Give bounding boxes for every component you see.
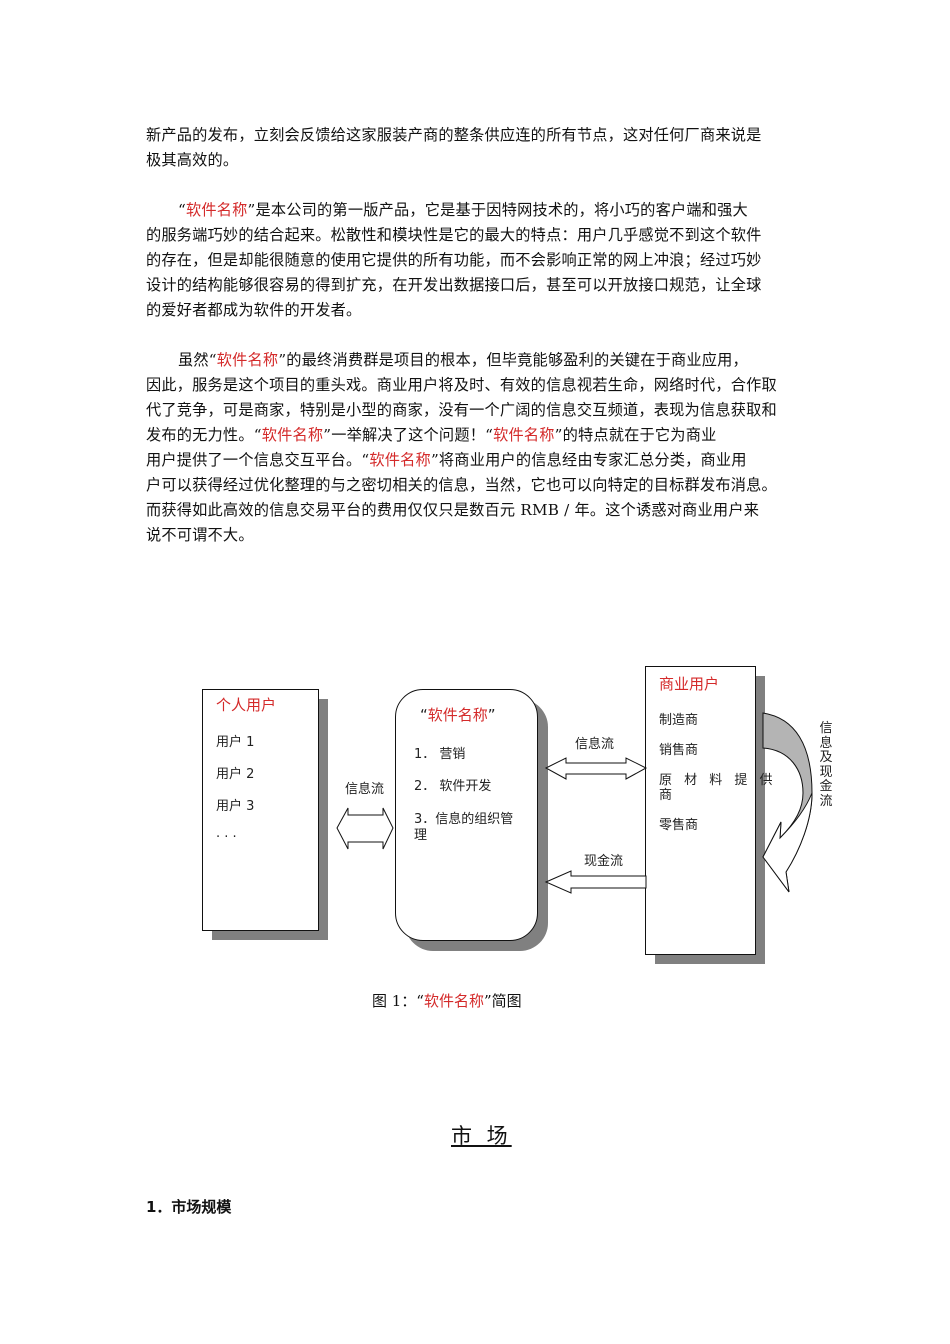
text-segment: ”是本公司的第一版产品，它是基于因特网技术的，将小巧的客户端和强大 [247,201,748,219]
paragraph-line: 新产品的发布，立刻会反馈给这家服装产商的整条供应连的所有节点，这对任何厂商来说是 [146,126,762,144]
paragraph-line: 发布的无力性。“软件名称”一举解决了这个问题！“软件名称”的特点就在于它为商业 [146,423,818,448]
paragraph-line: 因此，服务是这个项目的重头戏。商业用户将及时、有效的信息视若生命，网络时代，合作… [146,376,777,394]
paragraph-line: 代了竞争，可是商家，特别是小型的商家，没有一个广阔的信息交互频道，表现为信息获取… [146,401,777,419]
personal-users-box [202,689,319,931]
section-subheading: 1．市场规模 [146,1198,232,1216]
vertical-char: 流 [819,793,833,809]
paragraph-line: 的存在，但是却能很随意的使用它提供的所有功能，而不会影响正常的网上冲浪；经过巧妙 [146,251,762,269]
business-user-item: 零售商 [659,818,699,833]
paragraph-line: 虽然“软件名称”的最终消费群是项目的根本，但毕竟能够盈利的关键在于商业应用， [146,348,818,373]
figure-caption: 图 1：“软件名称”简图 [372,990,522,1011]
paragraph-line: 设计的结构能够很容易的得到扩充，在开发出数据接口后，甚至可以开放接口规范，让全球 [146,276,762,294]
software-name: 软件名称 [427,706,488,724]
text-segment: ”将商业用户的信息经由专家汇总分类，商业用 [430,451,747,469]
paragraph-line: 极其高效的。 [146,151,239,169]
personal-users-title: 个人用户 [216,696,277,714]
software-box [395,689,538,941]
software-item: 1． 营销 [414,747,466,762]
text-segment: 用户提供了一个信息交互平台。“ [146,451,370,469]
business-users-title: 商业用户 [659,675,720,693]
business-user-item: 销售商 [659,743,699,758]
vertical-char: 信 [819,721,833,736]
text-segment: ”一举解决了这个问题！“ [323,426,494,444]
software-name-highlight: 软件名称 [185,201,248,219]
business-user-item: 商 [659,788,673,803]
personal-user-item: 用户 3 [216,799,255,814]
text-segment: ”的特点就在于它为商业 [554,426,717,444]
paragraph-2: “软件名称”是本公司的第一版产品，它是基于因特网技术的，将小巧的客户端和强大 的… [146,198,818,323]
quote-open: “ [420,706,428,724]
info-and-cash-flow-label: 信 息 及 现 金 流 [818,721,834,809]
business-user-item: 制造商 [659,713,699,728]
paragraph-1: 新产品的发布，立刻会反馈给这家服装产商的整条供应连的所有节点，这对任何厂商来说是… [146,123,818,173]
vertical-char: 现 [819,764,833,780]
vertical-char: 及 [819,750,833,765]
software-item: 2． 软件开发 [414,779,492,794]
business-users-box [645,666,756,955]
quote-close: ” [487,706,496,724]
quote-open: “ [178,201,186,219]
paragraph-line: 户可以获得经过优化整理的与之密切相关的信息，当然，它也可以向特定的目标群发布消息… [146,476,777,494]
paragraph-line: 的服务端巧妙的结合起来。松散性和模块性是它的最大的特点：用户几乎感觉不到这个软件 [146,226,762,244]
double-arrow-icon [336,807,394,850]
text-segment: ”的最终消费群是项目的根本，但毕竟能够盈利的关键在于商业应用， [278,351,748,369]
software-name-highlight: 软件名称 [493,426,555,444]
vertical-char: 息 [819,735,833,751]
personal-user-item: 用户 2 [216,767,255,782]
text-segment: 虽然“ [178,351,217,369]
software-name-highlight: 软件名称 [216,351,279,369]
vertical-char: 金 [819,779,833,794]
paragraph-line: 说不可谓不大。 [146,526,254,544]
text-segment: 发布的无力性。“ [146,426,262,444]
software-item: 理 [414,828,428,843]
software-title: “软件名称” [420,704,496,725]
software-item: 3．信息的组织管 [414,812,514,827]
business-user-item: 原 材 料 提 供 [659,773,777,788]
caption-suffix: ”简图 [484,992,522,1010]
left-arrow-icon [544,870,647,894]
section-heading: 市 场 [451,1124,512,1148]
paragraph-line: “软件名称”是本公司的第一版产品，它是基于因特网技术的，将小巧的客户端和强大 [146,198,818,223]
info-flow-label-right: 信息流 [575,737,615,752]
software-name-highlight: 软件名称 [261,426,324,444]
cash-flow-label: 现金流 [584,854,624,869]
caption-software-name: 软件名称 [423,992,484,1010]
paragraph-line: 而获得如此高效的信息交易平台的费用仅仅只是数百元 RMB / 年。这个诱惑对商业… [146,501,760,519]
personal-user-ellipsis: . . . [216,826,237,841]
software-name-highlight: 软件名称 [369,451,431,469]
curved-arrow-icon [762,712,813,893]
paragraph-3: 虽然“软件名称”的最终消费群是项目的根本，但毕竟能够盈利的关键在于商业应用， 因… [146,348,818,548]
personal-user-item: 用户 1 [216,735,255,750]
paragraph-line: 用户提供了一个信息交互平台。“软件名称”将商业用户的信息经由专家汇总分类，商业用 [146,448,818,473]
caption-prefix: 图 1：“ [372,992,424,1010]
double-arrow-icon [544,757,648,780]
info-flow-label-left: 信息流 [345,782,385,797]
paragraph-line: 的爱好者都成为软件的开发者。 [146,301,362,319]
